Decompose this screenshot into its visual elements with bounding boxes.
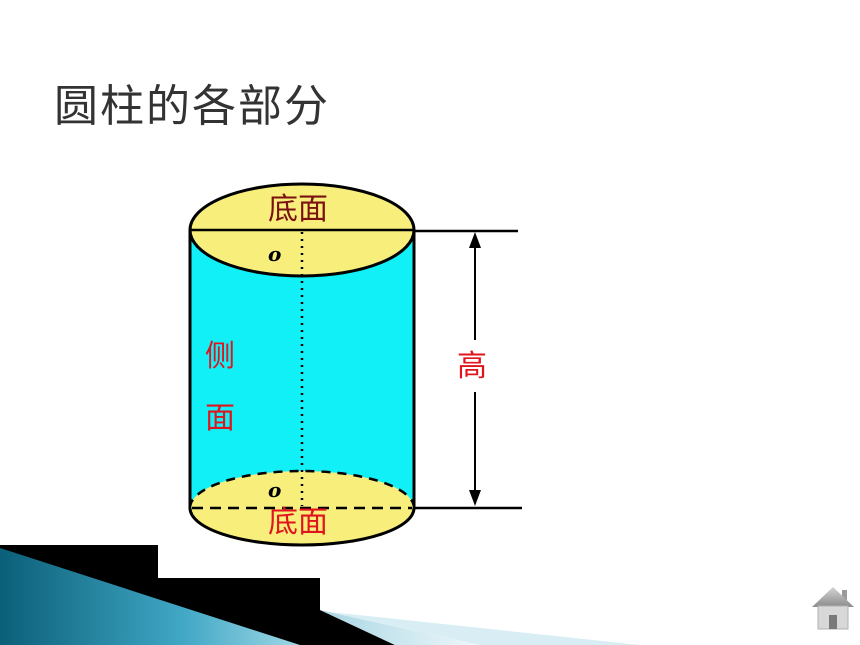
home-button[interactable] [811, 585, 855, 631]
height-label: 高 [457, 349, 487, 384]
home-icon [812, 587, 854, 630]
page-title: 圆柱的各部分 [54, 81, 330, 132]
bottom-base [188, 469, 416, 547]
top-center-label: o [268, 242, 281, 266]
side-label-char1: 侧 [205, 339, 235, 374]
height-indicator [414, 229, 522, 510]
bottom-base-label: 底面 [268, 505, 328, 540]
decorative-corner-bands [0, 545, 640, 645]
bottom-center-label: o [268, 478, 281, 502]
top-base-label: 底面 [268, 192, 328, 227]
side-label-char2: 面 [205, 401, 235, 436]
